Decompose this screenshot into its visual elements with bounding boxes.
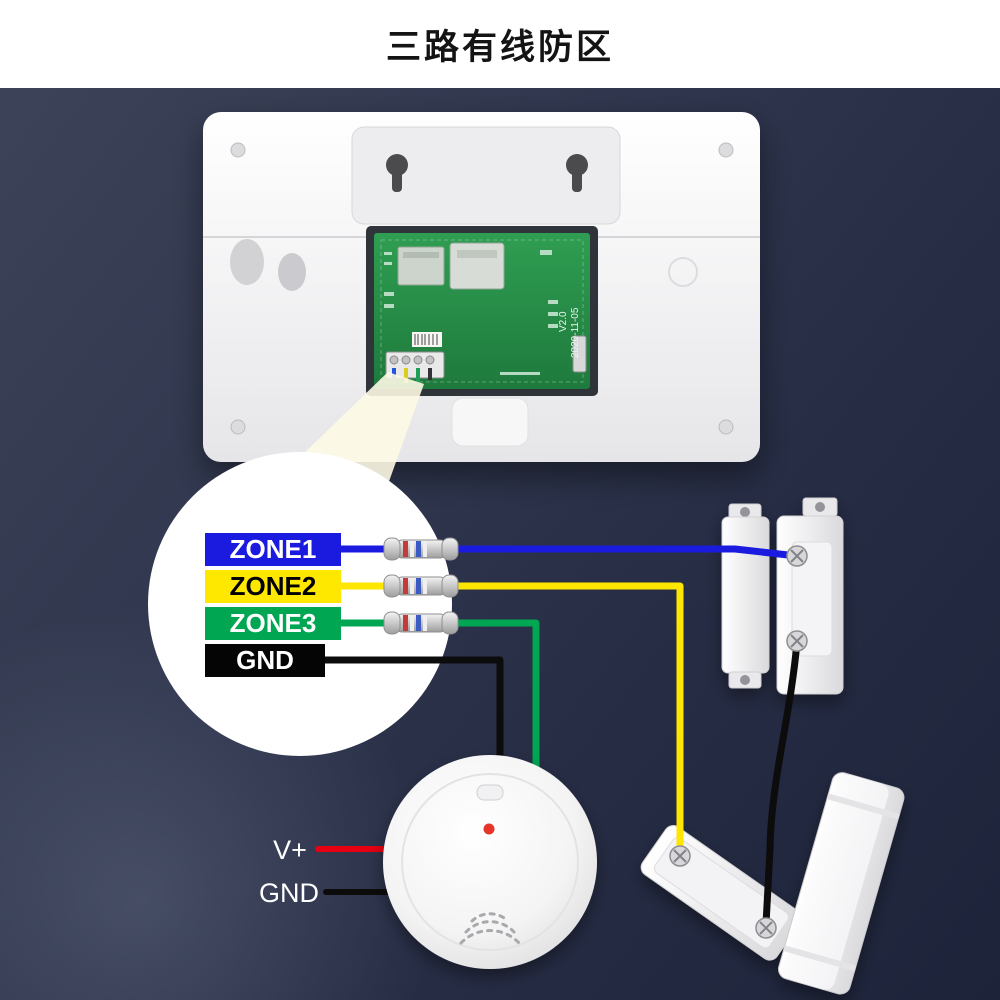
door-sensor-bottom (640, 772, 905, 995)
resistor (383, 574, 459, 598)
terminal-screws (669, 545, 808, 939)
smoke-detector (383, 755, 597, 969)
mount-hole-icon (740, 507, 750, 517)
sim-slot-contact (457, 250, 497, 258)
panel-foot (230, 419, 246, 435)
pcb-window: V2.0 2020-11-05 (366, 226, 598, 396)
keyhole-slot-icon (386, 154, 408, 192)
screw-icon (786, 630, 808, 652)
door-sensor-bottom-switch (640, 825, 803, 961)
sensor-cover (791, 541, 833, 657)
panel-bottom-tab (451, 397, 529, 447)
screw-icon (755, 917, 777, 939)
gnd-wire (321, 656, 504, 782)
panel-cutout (230, 239, 264, 285)
resistor (383, 537, 459, 561)
magnifier-circle (148, 452, 452, 756)
panel-cutout (278, 253, 306, 291)
smoke-detector-body (383, 755, 597, 969)
door-sensor-top (721, 497, 844, 695)
wire-terminal-block (385, 351, 445, 383)
zone1-wire (337, 545, 801, 560)
sim-slot-contact (403, 252, 439, 258)
pcb-sticker (412, 332, 442, 347)
screw-icon (669, 845, 691, 867)
page-title: 三路有线防区 (385, 27, 614, 67)
zone-labels: ZONE1 ZONE2 ZONE3 GND (205, 533, 341, 677)
gnd-bar-label: GND (236, 645, 294, 675)
vplus-label: V+ (273, 835, 307, 865)
smoke-detector-ring (401, 773, 579, 951)
door-sensor-bottom-magnet (778, 772, 905, 995)
title-band: 三路有线防区 (0, 0, 1000, 88)
zone2-label: ZONE2 (230, 571, 317, 601)
panel-foot (718, 142, 734, 158)
mount-hole-icon (740, 675, 750, 685)
door-sensor-top-switch (776, 497, 844, 695)
zone1-label-bar: ZONE1 (205, 533, 341, 566)
barcode-icon (414, 334, 438, 345)
keyhole-slot-icon (566, 154, 588, 192)
panel-foot (230, 142, 246, 158)
pcb-version-text: V2.0 (558, 311, 569, 332)
sim-slot (449, 242, 505, 290)
alarm-panel-back: V2.0 2020-11-05 (203, 112, 760, 462)
led-indicator (483, 823, 495, 835)
mount-hole-icon (815, 502, 825, 512)
door-sensor-top-magnet (721, 503, 770, 689)
panel-foot (718, 419, 734, 435)
zone2-label-bar: ZONE2 (205, 570, 341, 603)
zone3-label: ZONE3 (230, 608, 317, 638)
speaker-grille-icon (459, 912, 521, 945)
panel-round-mark (668, 257, 698, 287)
sensor-gnd-wire (762, 638, 801, 928)
pcb-silk-outline (380, 239, 584, 383)
test-button (476, 784, 504, 801)
detector-terminal-labels: V+ GND (259, 835, 319, 908)
resistor (383, 611, 459, 635)
pcb-connector (572, 335, 587, 373)
detector-gnd-label: GND (259, 878, 319, 908)
pcb-date-text: 2020-11-05 (570, 307, 581, 358)
gnd-label-bar: GND (205, 644, 325, 677)
pcb-components (384, 250, 558, 375)
eol-resistors (383, 537, 459, 635)
mount-recess (351, 126, 621, 225)
zone1-label: ZONE1 (230, 534, 317, 564)
zone3-label-bar: ZONE3 (205, 607, 341, 640)
screw-icon (786, 545, 808, 567)
